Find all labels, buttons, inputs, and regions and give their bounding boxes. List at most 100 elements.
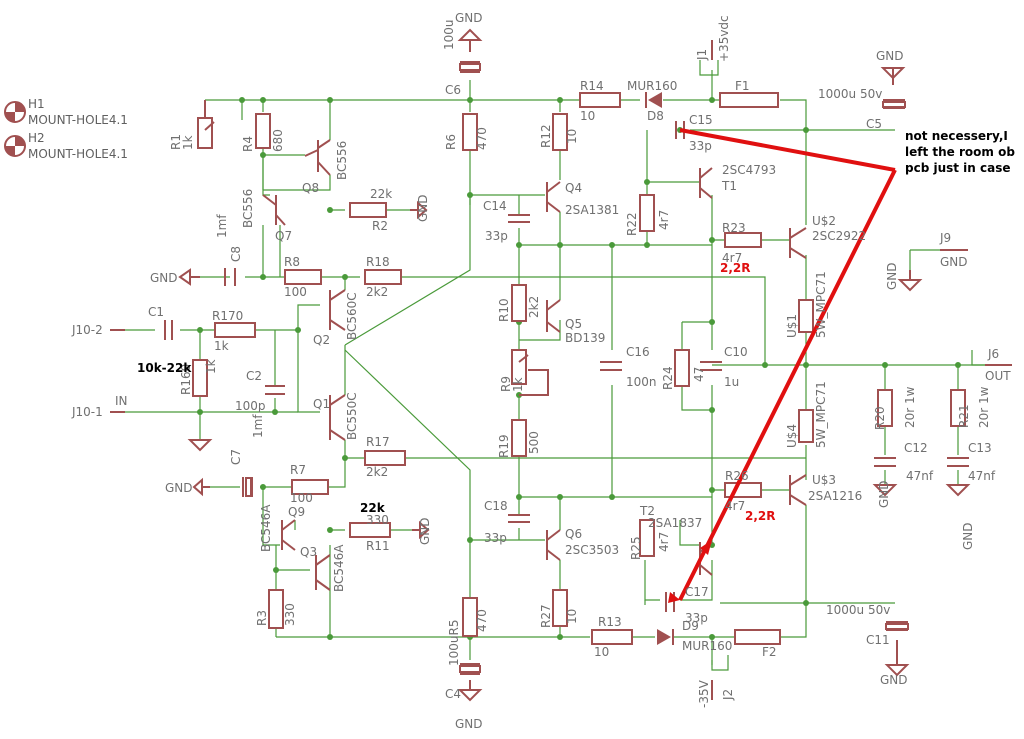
cap-c8 [224, 268, 236, 286]
label-r20: R20 [873, 406, 887, 430]
label-q4v: 2SA1381 [565, 203, 619, 217]
label-d9v: MUR160 [682, 639, 732, 653]
resistor-r20 [877, 389, 893, 427]
label-q7: Q7 [275, 229, 292, 243]
label-r22: R22 [625, 212, 639, 236]
gnd-j9-a [897, 270, 923, 292]
label-r13v: 10 [594, 645, 609, 659]
label-r6v: 470 [475, 127, 489, 150]
label-d8v: MUR160 [627, 79, 677, 93]
fuse-f1 [719, 92, 779, 108]
label-c8: C8 [229, 246, 243, 262]
label-gnd-r11: GND [418, 517, 432, 545]
wires [125, 60, 1005, 671]
label-c16: C16 [626, 345, 650, 359]
label-j10-2: J10-2 [71, 323, 103, 337]
label-h2: H2 [28, 131, 45, 145]
label-r5v: 470 [475, 609, 489, 632]
label-r14: R14 [580, 79, 604, 93]
fuse-f2 [734, 629, 781, 645]
label-r4v: 680 [271, 129, 285, 152]
label-gnd-c12: GND [877, 480, 891, 508]
label-t1v: 2SC4793 [722, 163, 776, 177]
label-gnd-c4: GND [455, 717, 483, 731]
label-c12v: 47nf [906, 469, 934, 483]
label-q2v: BC560C [345, 292, 359, 340]
label-q5v: BD139 [565, 331, 605, 345]
label-c3v: 1mf [215, 214, 229, 238]
cap-c6 [460, 61, 480, 73]
label-c6v: 100u [442, 19, 456, 50]
resistor-r3 [268, 589, 284, 629]
resistor-u4 [798, 409, 814, 443]
label-gnd-c7: GND [165, 481, 193, 495]
label-r7v: 100 [290, 491, 313, 505]
label-r170: R170 [212, 309, 243, 323]
note-line-2: left the room ob [905, 145, 1015, 159]
label-t2: T2 [639, 504, 655, 518]
label-r4: R4 [241, 136, 255, 152]
transistor-u2 [789, 227, 807, 259]
label-c3v: 1mf [251, 414, 265, 438]
label-r13: R13 [598, 615, 622, 629]
label-r2: R2 [372, 219, 388, 233]
label-j2v: -35V [697, 679, 711, 708]
label-d8: D8 [647, 109, 664, 123]
label-u1v: 5W_MPC71 [814, 271, 828, 338]
label-r27: R27 [539, 604, 553, 628]
gnd-c4 [457, 680, 483, 702]
label-c17: C17 [685, 585, 709, 599]
resistor-r21 [950, 389, 966, 427]
label-r1: R1 [169, 134, 183, 150]
label-c2: C2 [246, 369, 262, 383]
resistor-r24 [674, 349, 690, 387]
transistor-q1 [329, 394, 346, 441]
label-c14v: 33p [485, 229, 508, 243]
label-r25v: 4r7 [657, 532, 671, 552]
label-mount1: MOUNT-HOLE4.1 [28, 113, 128, 127]
gnd-c13 [945, 484, 971, 497]
gnd-r160 [187, 439, 213, 452]
cap-c10 [700, 361, 722, 371]
label-r9: R9 [499, 376, 513, 392]
label-c13: C13 [968, 441, 992, 455]
label-mount2: MOUNT-HOLE4.1 [28, 147, 128, 161]
label-u1: U$1 [785, 314, 799, 338]
label-r21: R21 [957, 404, 971, 428]
label-r160v: 1k [204, 359, 218, 374]
label-r8: R8 [284, 255, 300, 269]
label-j6: J6 [987, 347, 999, 361]
label-r9v: 1k [511, 377, 525, 392]
label-h1: H1 [28, 97, 45, 111]
diode-d8 [648, 92, 662, 108]
capacitors [164, 61, 969, 675]
label-c11: C11 [866, 633, 890, 647]
transistor-q8 [304, 139, 331, 176]
label-c11v: 1000u 50v [826, 603, 890, 617]
label-q1v: BC550C [345, 392, 359, 440]
label-c16v: 100n [626, 375, 657, 389]
cap-c13 [947, 457, 969, 467]
label-u2v: 2SC2922 [812, 229, 866, 243]
diode-d9 [657, 629, 671, 645]
label-r170v: 1k [214, 339, 229, 353]
label-q8v: BC556 [335, 141, 349, 180]
label-c10: C10 [724, 345, 748, 359]
label-c7: C7 [229, 449, 243, 465]
label-r3: R3 [255, 610, 269, 626]
transistor-q6 [546, 529, 561, 561]
label-gnd-j9: GND [940, 255, 968, 269]
label-c18v: 33p [484, 531, 507, 545]
label-c4: C4 [445, 687, 461, 701]
resistor-r18 [364, 269, 402, 285]
resistor-r10 [511, 284, 527, 322]
grounds [110, 28, 1012, 702]
cap-c18 [508, 514, 530, 523]
label-q2: Q2 [313, 333, 330, 347]
label-c12: C12 [904, 441, 928, 455]
label-r12v: 10 [565, 129, 579, 144]
resistor-r14 [579, 92, 621, 108]
label-u4v: 5W_MPC71 [814, 381, 828, 448]
resistor-r6 [462, 113, 478, 151]
